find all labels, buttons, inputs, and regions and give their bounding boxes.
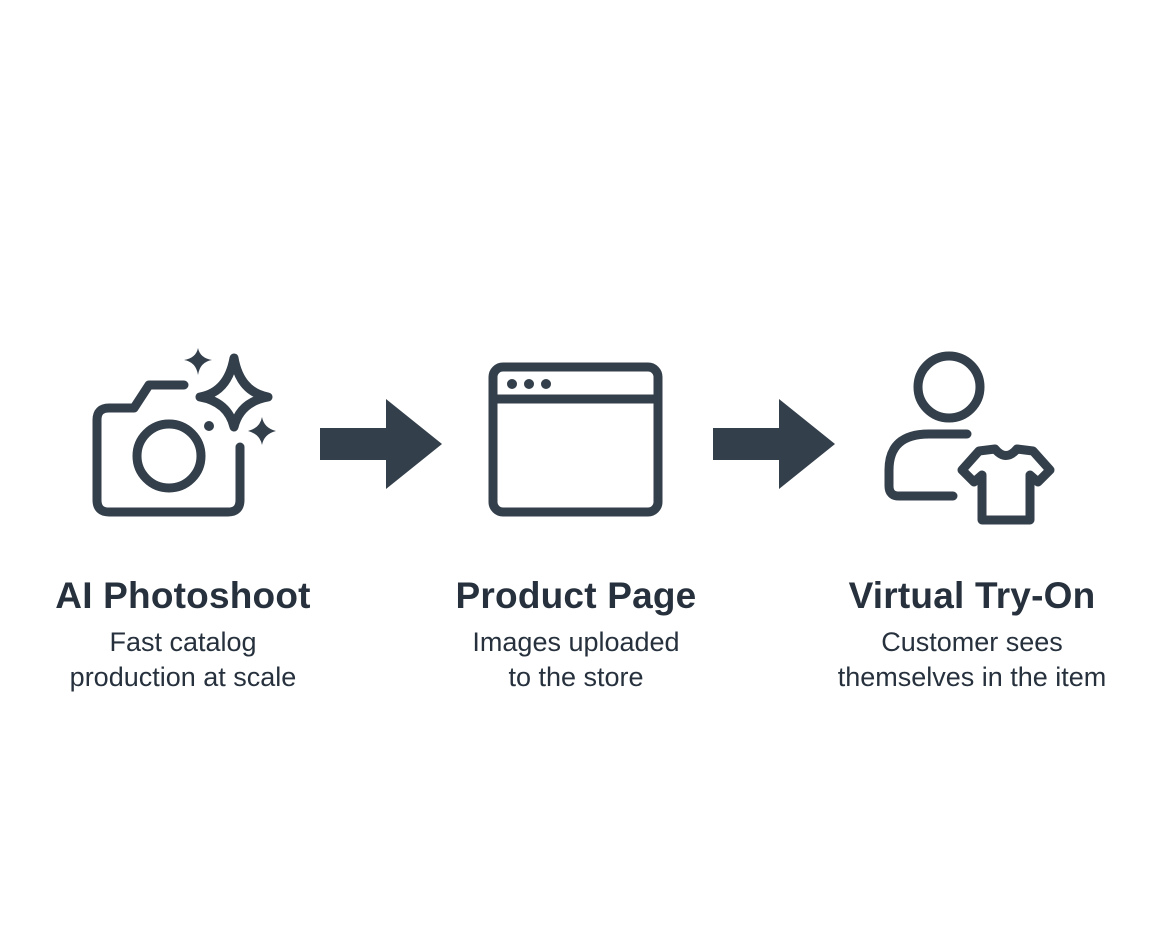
person-shirt-icon	[884, 351, 1055, 525]
step-title: AI Photoshoot	[55, 575, 311, 616]
step-description: Images uploaded to the store	[406, 625, 746, 695]
step-description-line: Customer sees	[881, 627, 1063, 657]
step-description: Fast catalog production at scale	[13, 625, 353, 695]
camera-sparkle-icon	[92, 348, 276, 517]
arrow-right-icon	[320, 399, 442, 489]
arrow-right-icon	[713, 399, 835, 489]
step-title: Virtual Try-On	[848, 575, 1096, 616]
step-description-line: production at scale	[69, 662, 297, 692]
step-description-line: themselves in the item	[837, 662, 1107, 692]
step-description: Customer sees themselves in the item	[802, 625, 1142, 695]
step-description-line: Images uploaded	[472, 627, 680, 657]
step-description-line: Fast catalog	[109, 627, 257, 657]
step-title: Product Page	[455, 575, 697, 616]
step-description-line: to the store	[508, 662, 644, 692]
browser-window-icon	[488, 362, 663, 517]
